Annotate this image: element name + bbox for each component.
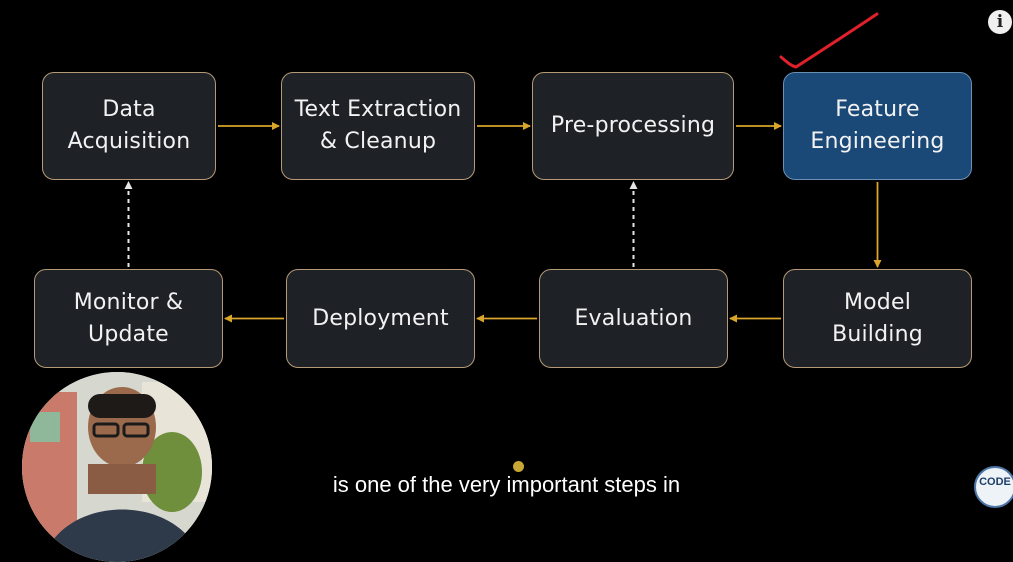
red-checkmark-annotation (779, 12, 879, 69)
channel-logo[interactable]: CODE (974, 466, 1013, 508)
edges-layer (124, 12, 882, 323)
node-deployment: Deployment (286, 269, 475, 368)
node-monitor-update: Monitor & Update (34, 269, 223, 368)
cursor-highlight (513, 461, 524, 472)
node-evaluation: Evaluation (539, 269, 728, 368)
presenter-webcam (22, 372, 212, 562)
node-text-extraction: Text Extraction & Cleanup (281, 72, 475, 180)
node-model-building: Model Building (783, 269, 972, 368)
node-pre-processing: Pre-processing (532, 72, 734, 180)
pipeline-diagram: Data Acquisition Text Extraction & Cleanu… (22, 10, 1013, 562)
info-icon[interactable]: i (988, 10, 1012, 34)
caption-text: is one of the very important steps in (332, 472, 681, 497)
node-data-acquisition: Data Acquisition (42, 72, 216, 180)
presenter-image (22, 372, 212, 562)
node-feature-engineering: Feature Engineering (783, 72, 972, 180)
